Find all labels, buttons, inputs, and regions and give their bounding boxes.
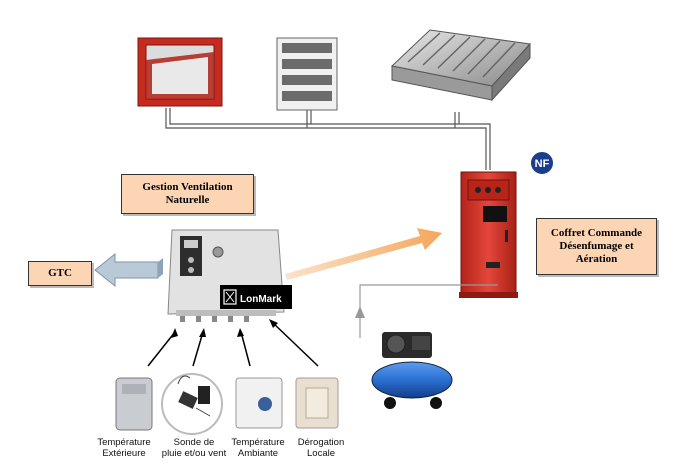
gestion-ventilation-box: Gestion Ventilation Naturelle: [121, 174, 254, 214]
sensor-caption-ambient-temperature: Température Ambiante: [231, 437, 285, 459]
outdoor-temperature-sensor-icon: [115, 377, 153, 431]
rain-wind-sensor-icon: [161, 373, 223, 435]
sensor-caption-local-override: Dérogation Locale: [297, 437, 345, 459]
sensor-caption-rain-wind: Sonde de pluie et/ou vent: [161, 437, 227, 459]
control-cabinet-icon: [459, 171, 518, 298]
sensor-caption-outdoor-temperature: Température Extérieure: [97, 437, 151, 459]
coffret-commande-label: Coffret Commande Désenfumage et Aération: [550, 227, 643, 265]
local-override-switch-icon: [295, 377, 339, 429]
nf-badge: NF: [529, 150, 555, 176]
gtc-arrow-icon: [94, 252, 163, 288]
gtc-label: GTC: [48, 267, 72, 279]
coffret-commande-box: Coffret Commande Désenfumage et Aération: [536, 218, 657, 275]
compressor-pipe: [359, 284, 498, 338]
sensor-arrows: [147, 321, 319, 367]
gestion-ventilation-label: Gestion Ventilation Naturelle: [142, 181, 233, 206]
flow-arrow-icon: [285, 228, 442, 280]
sensor-arrowheads: [171, 319, 278, 338]
wiring: [165, 108, 491, 170]
compressor-pipe-arrow-icon: [355, 306, 365, 318]
gtc-box: GTC: [28, 261, 92, 286]
lonmark-badge-label: LonMark: [240, 294, 282, 305]
louvre-grille-icon: [276, 37, 338, 111]
roof-window-icon: [137, 37, 223, 107]
compressor-icon: [371, 332, 453, 409]
nf-badge-label: NF: [535, 158, 550, 170]
lonmark-badge: LonMark: [220, 285, 292, 309]
lamella-vent-icon: [390, 29, 532, 102]
ambient-temperature-sensor-icon: [235, 377, 283, 429]
